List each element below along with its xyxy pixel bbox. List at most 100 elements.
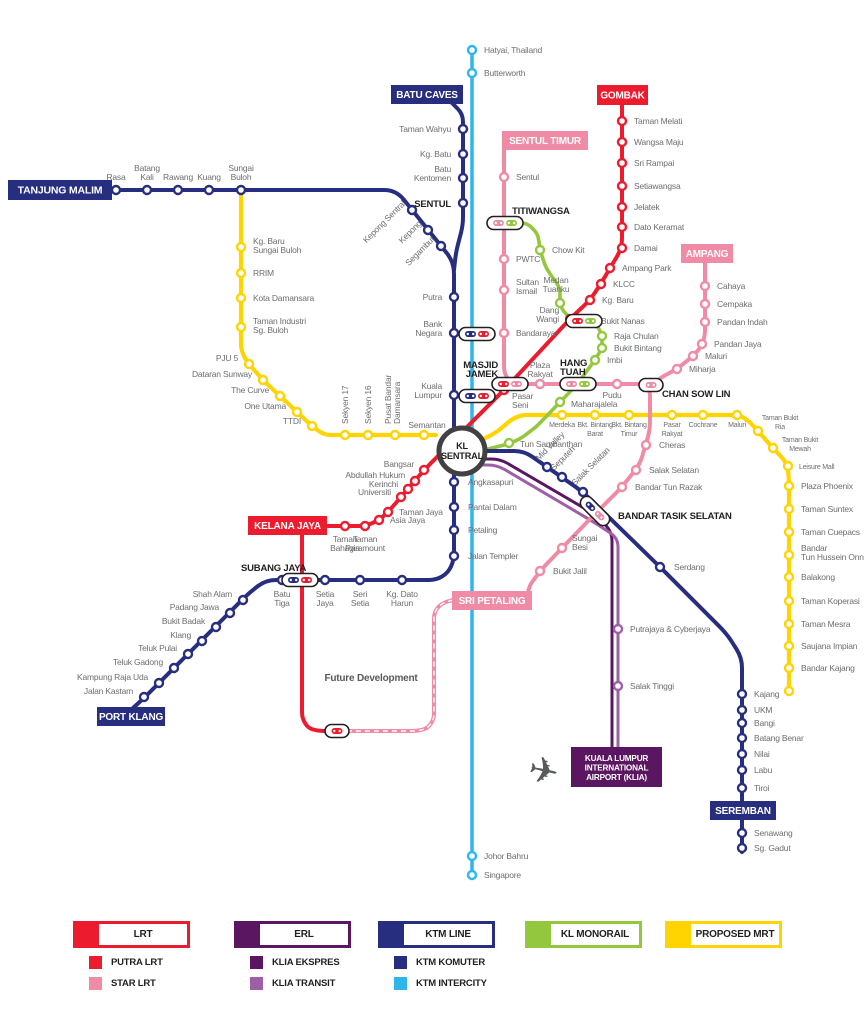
- station-taman-mesra: [783, 618, 795, 630]
- station-label-angkasapuri: Angkasapuri: [468, 477, 513, 487]
- station-pudu: [611, 378, 623, 390]
- station-bank-negara: [448, 327, 460, 339]
- station-label-teluk-gadong: Teluk Gadong: [113, 657, 164, 667]
- station-label-miharja: Miharja: [689, 364, 716, 374]
- station-label-taman-jaya: Taman Jaya: [399, 507, 443, 517]
- terminal-sri-petaling: SRI PETALING: [452, 591, 532, 610]
- station-label-rawang: Rawang: [163, 172, 193, 182]
- station-maharajalela: [554, 396, 566, 408]
- label-titiwangsa: TITIWANGSA: [512, 206, 570, 217]
- station-bangi: [736, 717, 748, 729]
- station-label-kuang: Kuang: [197, 172, 221, 182]
- terminal-label: INTERNATIONAL: [585, 763, 649, 772]
- terminal-sentul-timur: SENTUL TIMUR: [502, 131, 588, 150]
- station-label-taman-melati: Taman Melati: [634, 116, 682, 126]
- station-label-maharajalela: Maharajalela: [571, 399, 618, 409]
- station-label-pju-5: PJU 5: [216, 353, 239, 363]
- station-jalan-templer: [448, 550, 460, 562]
- station-chow-kit: [534, 244, 546, 256]
- station-label-abdullah-hukum: Abdullah Hukum: [345, 470, 405, 480]
- terminal-label: SENTUL TIMUR: [509, 136, 582, 147]
- station-leisure-mall: [782, 460, 794, 472]
- station-bandar-tun-hussein-onn: [783, 549, 795, 561]
- station-taman-bahagia: [339, 520, 351, 532]
- station-maluri: [687, 350, 699, 362]
- station-batu-kentomen: [457, 172, 469, 184]
- station-label-cochrane: Cochrane: [689, 422, 718, 429]
- star-lrt-swatch-icon: [89, 977, 102, 990]
- station-salak-tinggi: [612, 680, 624, 692]
- station-ttdi: [306, 420, 318, 432]
- ktm-intercity-swatch-icon: [394, 977, 407, 990]
- station-label-rasa: Rasa: [106, 172, 126, 182]
- station-angkasapuri: [448, 476, 460, 488]
- station-sg-gadut: [736, 842, 748, 854]
- interchange-bank-negara-icon: [458, 326, 496, 342]
- station-label-dato-keramat: Dato Keramat: [634, 222, 685, 232]
- station-bukit-jalil: [534, 565, 546, 577]
- station-salak-selatan: [630, 464, 642, 476]
- station-label-the-curve: The Curve: [231, 385, 269, 395]
- station-johor-bahru: [466, 850, 478, 862]
- station-senawang: [736, 827, 748, 839]
- station-label-ampang-park: Ampang Park: [622, 263, 672, 273]
- station-asia-jaya: [373, 514, 385, 526]
- station-label-sg-gadut: Sg. Gadut: [754, 843, 791, 853]
- station-cempaka: [699, 298, 711, 310]
- terminal-label: TANJUNG MALIM: [18, 184, 103, 196]
- station-terminus: [783, 685, 795, 697]
- station-label-kg-batu: Kg. Batu: [420, 149, 451, 159]
- station-seputeh: [556, 471, 568, 483]
- station-label-johor-bahru: Johor Bahru: [484, 851, 529, 861]
- station-bukit-badak: [210, 621, 222, 633]
- legend-header-label: LRT: [99, 924, 187, 945]
- station-label-universiti: Universiti: [358, 487, 391, 497]
- station-label-tun-sambanthan: Tun Sambanthan: [520, 439, 583, 449]
- station-wangsa-maju: [616, 136, 628, 148]
- line-erl-klia-transit: [464, 463, 620, 749]
- station-label-sri-rampai: Sri Rampai: [634, 158, 674, 168]
- station-label-jelatek: Jelatek: [634, 202, 660, 212]
- station-label-kampung-raja-uda: Kampung Raja Uda: [77, 672, 148, 682]
- station-taman-melati: [616, 115, 628, 127]
- legend-group-ktm: KTM LINE KTM KOMUTER KTM INTERCITY: [378, 921, 495, 990]
- interchange-kuala-lumpur-icon: [458, 388, 496, 404]
- station-bukit-bintang: [596, 342, 608, 354]
- interchange-hang-tuah-icon: [559, 376, 597, 392]
- station-sentul: [498, 171, 510, 183]
- station-label-plaza-phoenix: Plaza Phoenix: [801, 481, 854, 491]
- station-label-rrim: RRIM: [253, 268, 274, 278]
- station-jalan-kastam: [138, 691, 150, 703]
- station-pusat-bandar-damansara: [389, 429, 401, 441]
- station-kg-baru-sungai-buloh: [235, 241, 247, 253]
- station-label-klcc: KLCC: [613, 279, 635, 289]
- station-sultan-ismail: [498, 284, 510, 296]
- station-sungai-buloh: [235, 184, 247, 196]
- station-label-bandar-kajang: Bandar Kajang: [801, 663, 855, 673]
- station-balakong: [783, 571, 795, 583]
- station-pandan-jaya: [696, 338, 708, 350]
- station-cochrane: [697, 409, 709, 421]
- kl-sentral-label: SENTRAL: [441, 451, 484, 461]
- station-kuang: [203, 184, 215, 196]
- airplane-icon: ✈: [525, 748, 563, 794]
- station-jelatek: [616, 201, 628, 213]
- station-sri-rampai: [616, 157, 628, 169]
- station-putrajaya-cyberjaya: [612, 623, 624, 635]
- station-kampung-raja-uda: [153, 677, 165, 689]
- line-ktm-batu-caves: [450, 101, 465, 272]
- station-label-senawang: Senawang: [754, 828, 793, 838]
- station-nilai: [736, 748, 748, 760]
- kl-sentral-label: KL: [456, 441, 468, 451]
